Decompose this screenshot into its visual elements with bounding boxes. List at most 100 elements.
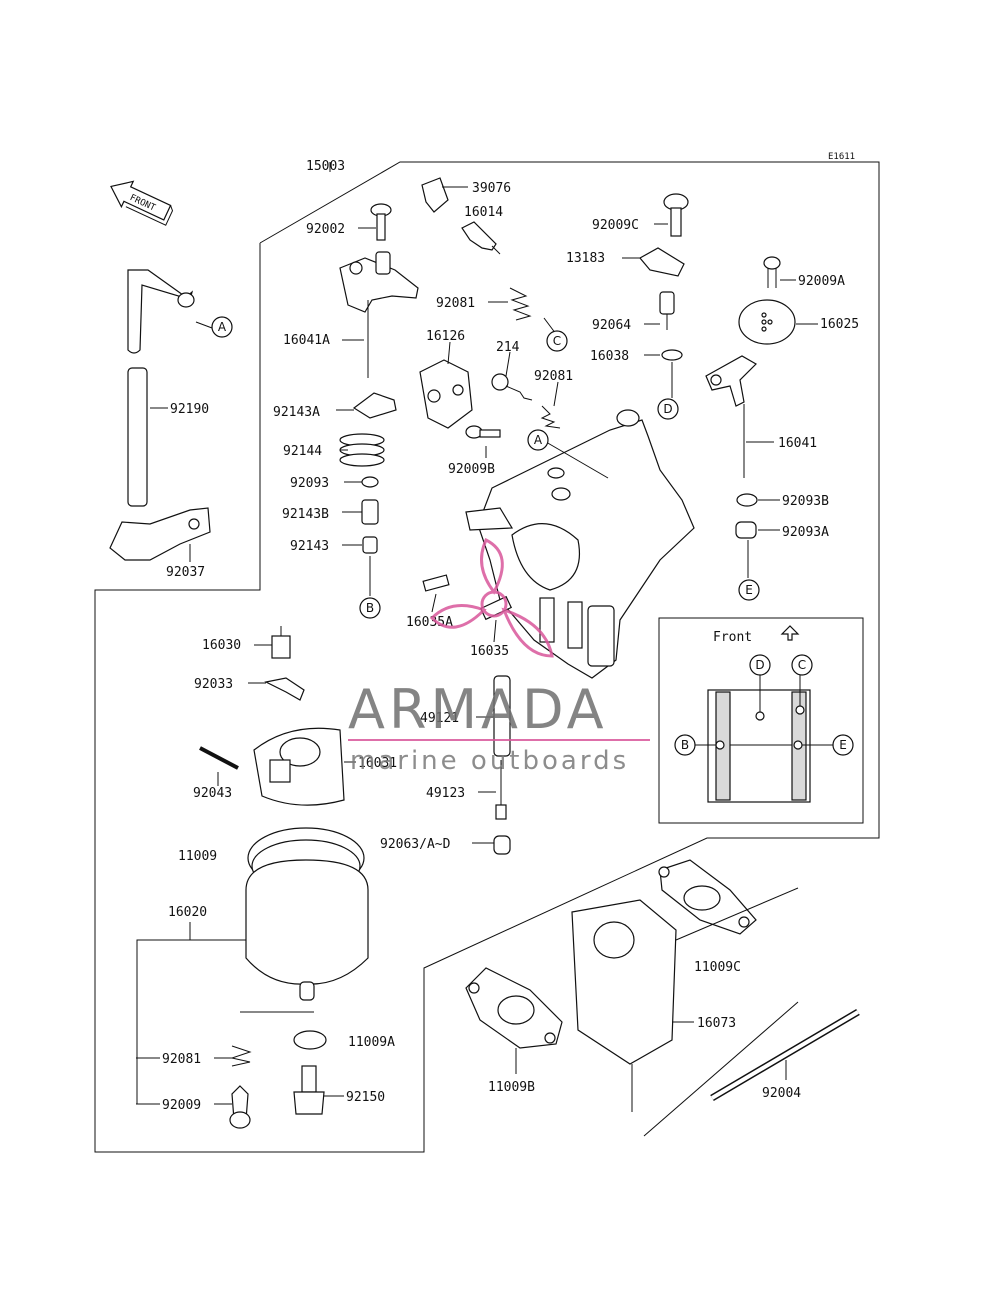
callout-a-top: A <box>211 316 233 338</box>
watermark: ARMADA marine outboards <box>348 537 650 776</box>
gasket-11009b <box>465 967 563 1049</box>
inset-title: Front <box>713 630 752 645</box>
part-label: 15003 <box>306 159 345 174</box>
screw-92009c <box>663 193 689 237</box>
float-16031 <box>253 727 345 806</box>
bowl-bracket-line <box>136 939 246 1104</box>
collar-92143b <box>361 499 379 525</box>
svg-text:C: C <box>553 334 561 348</box>
leader-lines <box>136 162 818 1105</box>
part-label: 13183 <box>566 251 605 266</box>
part-label: 11009A <box>348 1035 395 1050</box>
part-label: 11009C <box>694 960 741 975</box>
bolt-92150 <box>293 1065 325 1115</box>
svg-text:B: B <box>681 738 689 752</box>
svg-text:E: E <box>839 738 847 752</box>
assembly-arrow-upper <box>675 887 799 941</box>
screw-214 <box>491 373 533 401</box>
needle-16014 <box>461 221 501 255</box>
part-label: 92009 <box>162 1098 201 1113</box>
part-label: 16035 <box>470 644 509 659</box>
part-labels: 15003 39076 16014 92002 92009 C 13183 920… <box>162 159 859 1113</box>
jet-92063 <box>493 835 511 855</box>
part-label: 16014 <box>464 205 503 220</box>
screw-92009a <box>763 256 781 288</box>
callout-a-body: A <box>527 429 549 451</box>
collar-92143 <box>362 536 378 554</box>
washer-92093 <box>361 476 379 488</box>
part-label: 16073 <box>697 1016 736 1031</box>
front-view-inset: Front <box>658 617 864 824</box>
part-label: 16038 <box>590 349 629 364</box>
pin-92043 <box>199 746 239 770</box>
screw-92009b <box>465 425 501 439</box>
diagram-code: E1611 <box>828 152 855 162</box>
callout-d-top: D <box>657 398 679 420</box>
assembly-arrow-lower <box>643 1001 799 1137</box>
callout-e-right: E <box>738 579 760 601</box>
part-label: 16126 <box>426 329 465 344</box>
plate-16025 <box>738 299 796 345</box>
carburetor-body <box>465 409 695 679</box>
part-label: 49123 <box>426 786 465 801</box>
part-label: 92033 <box>194 677 233 692</box>
callout-b-inset: B <box>674 734 696 756</box>
svg-text:A: A <box>534 433 543 447</box>
part-label: 16020 <box>168 905 207 920</box>
float-bowl-16020 <box>245 827 369 1001</box>
plate-13183 <box>639 247 685 277</box>
callout-d-inset: D <box>749 654 771 676</box>
oring-16038 <box>661 349 683 361</box>
part-label: 11009 <box>178 849 217 864</box>
callout-e-inset: E <box>832 734 854 756</box>
part-label: 16031 <box>358 756 397 771</box>
assembly-frame <box>94 161 880 1153</box>
svg-text:A: A <box>218 320 227 334</box>
spring-92081-mid <box>540 405 561 429</box>
up-arrow-icon <box>780 625 800 641</box>
part-label: 16041 <box>778 436 817 451</box>
svg-text:E: E <box>745 583 753 597</box>
gasket-16126 <box>419 359 473 429</box>
collar-92093a <box>735 521 757 539</box>
choke-lever-16041 <box>705 355 757 478</box>
jet-16035a <box>422 574 450 592</box>
part-label: 92093A <box>782 525 829 540</box>
part-label: 92093B <box>782 494 829 509</box>
cap-39076 <box>421 177 449 213</box>
svg-text:C: C <box>798 658 806 672</box>
part-label: 92063/A~D <box>380 837 451 852</box>
part-label: 92143B <box>282 507 329 522</box>
screw-92064 <box>659 291 675 330</box>
clip-92033 <box>264 677 305 701</box>
propeller-logo <box>429 537 554 658</box>
insulator-16073 <box>571 899 677 1112</box>
washer-92093b <box>736 493 758 507</box>
gasket-11009c <box>658 859 757 935</box>
callout-b-left: B <box>359 597 381 619</box>
front-arrow: FRONT <box>110 180 174 226</box>
svg-text:D: D <box>663 402 672 416</box>
emulsion-tube-49121 <box>493 675 511 757</box>
part-label: 92064 <box>592 318 631 333</box>
needle-49123 <box>495 760 507 820</box>
part-label: 92004 <box>762 1086 801 1101</box>
svg-text:D: D <box>755 658 764 672</box>
part-label: 92143 <box>290 539 329 554</box>
fuel-pipe-part <box>127 269 195 507</box>
part-label: 16025 <box>820 317 859 332</box>
part-label: 39076 <box>472 181 511 196</box>
screw-92002 <box>370 203 392 241</box>
part-label: 92002 <box>306 222 345 237</box>
part-label: 92037 <box>166 565 205 580</box>
part-label: 92081 <box>436 296 475 311</box>
part-label: 92081 <box>534 369 573 384</box>
callout-c-inset: C <box>791 654 813 676</box>
part-label: 16041A <box>283 333 330 348</box>
washer-11009a <box>293 1030 327 1050</box>
throttle-lever-part <box>339 251 419 378</box>
part-label: 92144 <box>283 444 322 459</box>
plate-92143a <box>352 392 397 419</box>
watermark-brand: ARMADA <box>348 678 608 741</box>
